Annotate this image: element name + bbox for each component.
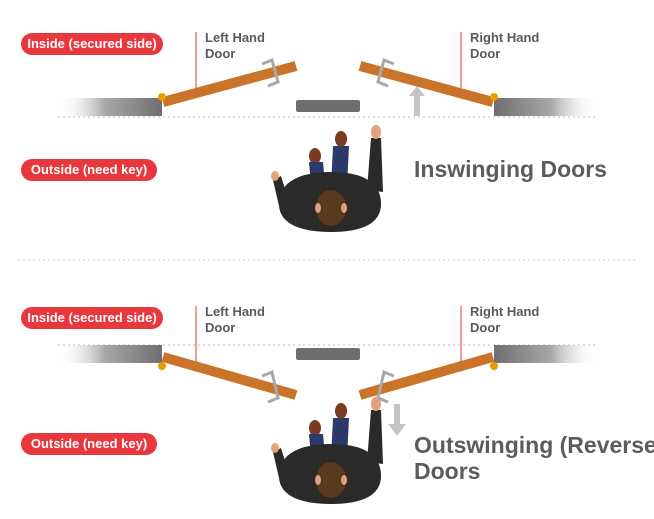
wall-left: [58, 345, 162, 363]
right-hand-door-label: Right Hand Door: [470, 30, 539, 62]
left-hand-door-line2: Door: [205, 320, 236, 335]
right-hand-door-line2: Door: [470, 46, 501, 61]
right-door-panel: [358, 352, 495, 400]
left-hand-door-line1: Left Hand: [205, 304, 265, 319]
inside-secured-label: Inside (secured side): [21, 307, 163, 329]
wall-right: [494, 345, 598, 363]
push-arrow-up-icon: [409, 86, 425, 116]
right-door-hinge: [490, 362, 498, 370]
left-hand-door-line2: Door: [205, 46, 236, 61]
outswinging-title-line1: Outswinging (Reverse): [414, 432, 654, 458]
left-hand-door-label: Left Hand Door: [205, 30, 265, 62]
right-hand-door-line1: Right Hand: [470, 304, 540, 319]
outside-need-key-label: Outside (need key): [21, 433, 157, 455]
left-hand-door-label: Left Hand Door: [205, 304, 265, 336]
right-hand-door-line1: Right Hand: [470, 30, 540, 45]
right-door-hinge: [490, 93, 498, 101]
threshold-block: [296, 100, 360, 112]
right-door-handle: [376, 369, 395, 404]
left-door-hinge: [158, 93, 166, 101]
person-figure: [271, 125, 383, 232]
inswinging-title-line: Inswinging Doors: [414, 156, 607, 182]
left-door-hinge: [158, 362, 166, 370]
inswing-section: [58, 32, 598, 232]
right-hand-door-line2: Door: [470, 320, 501, 335]
outswinging-title-line2: Doors: [414, 458, 481, 484]
pull-arrow-down-icon: [388, 404, 406, 436]
outside-need-key-label: Outside (need key): [21, 159, 157, 181]
wall-right: [494, 98, 598, 116]
left-door-handle: [261, 57, 280, 88]
inswinging-doors-title: Inswinging Doors: [414, 156, 607, 182]
person-figure: [271, 397, 383, 504]
left-door-panel: [161, 352, 298, 400]
left-hand-door-line1: Left Hand: [205, 30, 265, 45]
right-hand-door-label: Right Hand Door: [470, 304, 539, 336]
left-door-handle: [261, 369, 280, 404]
inside-secured-label: Inside (secured side): [21, 33, 163, 55]
right-door-handle: [376, 57, 395, 88]
threshold-block: [296, 348, 360, 360]
outswinging-doors-title: Outswinging (Reverse) Doors: [414, 432, 654, 484]
outswing-section: [58, 306, 598, 504]
wall-left: [58, 98, 162, 116]
